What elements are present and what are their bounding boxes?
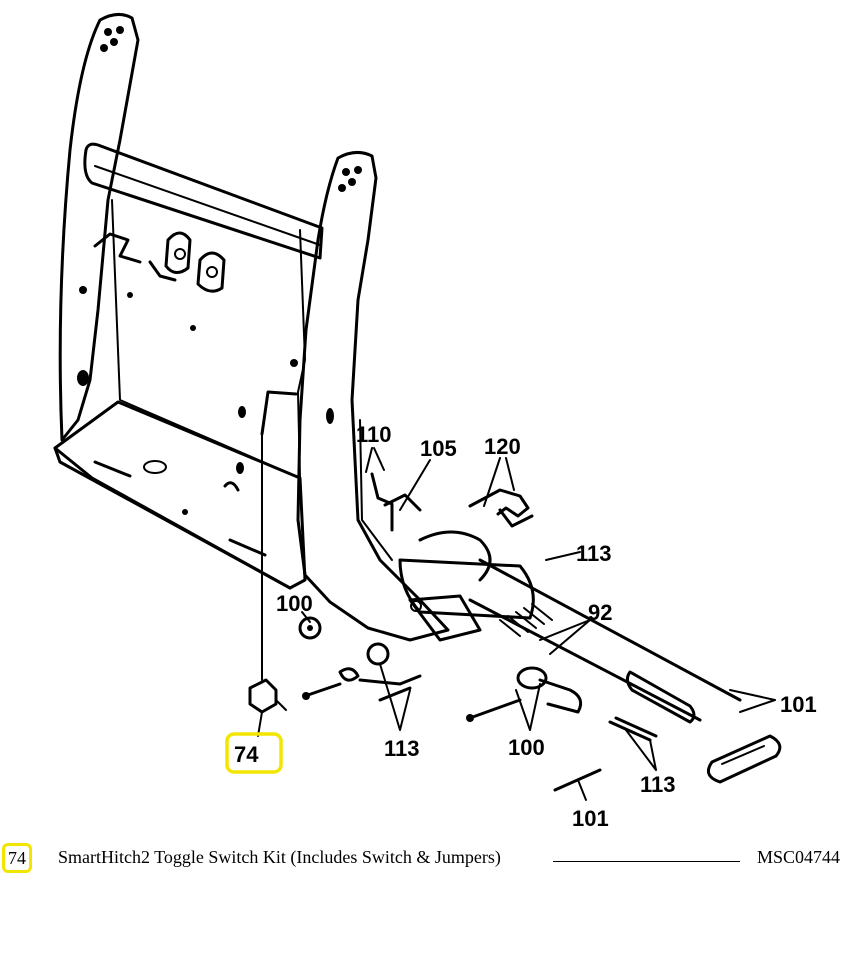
- leader-113a: [545, 551, 581, 561]
- base-hole: [143, 460, 167, 474]
- left-arm-hole: [104, 28, 112, 36]
- spring-coil: [338, 667, 360, 682]
- back-plate: [111, 199, 306, 479]
- callout-105: 105: [420, 436, 457, 461]
- base-slot: [228, 538, 267, 557]
- leader-113c: [625, 729, 657, 771]
- washer-lower: [516, 666, 548, 690]
- plate-slot: [260, 390, 298, 436]
- right-arm-hole: [342, 168, 350, 176]
- pin-cap: [538, 678, 583, 714]
- fastener: [127, 292, 133, 298]
- leader-100a: [301, 611, 311, 623]
- callout-120: 120: [484, 434, 521, 459]
- callout-101a: 101: [780, 692, 817, 717]
- callout-100b: 100: [508, 735, 545, 760]
- washer-hole: [307, 625, 313, 631]
- pull-handle: [706, 734, 782, 784]
- bolt: [303, 682, 342, 698]
- roll-pin: [614, 716, 658, 738]
- housing-plate: [408, 594, 482, 642]
- washer: [298, 616, 322, 640]
- leader-101b: [577, 779, 587, 801]
- fastener: [290, 359, 298, 367]
- bracket-hole: [174, 248, 186, 260]
- plate-hole: [77, 370, 89, 386]
- base-plate: [53, 400, 307, 590]
- pin-rod: [478, 558, 742, 702]
- left-arm-hole: [110, 38, 118, 46]
- callout-113a: 113: [576, 541, 612, 566]
- right-arm-hole: [338, 184, 346, 192]
- callout-92: 92: [588, 600, 612, 625]
- exploded-parts-diagram: 110 105 120 113 92 100 101 74 113 100 11…: [53, 13, 817, 830]
- part-reference-number: 74: [2, 843, 32, 873]
- bracket-lower: [358, 674, 422, 702]
- right-upright-arm: [296, 151, 450, 642]
- part-description: SmartHitch2 Toggle Switch Kit (Includes …: [58, 847, 501, 867]
- callout-101b: 101: [572, 806, 609, 830]
- right-arm-inner: [359, 419, 393, 561]
- toggle-switch: [248, 678, 278, 714]
- callout-113c: 113: [640, 772, 676, 797]
- plate-hole: [236, 462, 244, 474]
- callout-110: 110: [356, 422, 392, 447]
- bracket-mid: [164, 231, 192, 274]
- base-bend: [223, 481, 240, 492]
- right-arm-hole: [348, 178, 356, 186]
- left-arm-hole: [116, 26, 124, 34]
- clip-120-lower: [498, 508, 534, 528]
- leader-110: [365, 447, 385, 473]
- right-arm-hole: [354, 166, 362, 174]
- bolt: [468, 698, 522, 720]
- base-slot: [93, 460, 132, 478]
- bracket-right: [196, 251, 226, 293]
- callout-100a: 100: [276, 591, 313, 616]
- callout-113b: 113: [384, 736, 420, 761]
- left-arm-hole: [100, 44, 108, 52]
- part-leader-line: [553, 861, 740, 862]
- plate-hole: [238, 406, 246, 418]
- leader-100b: [515, 683, 541, 731]
- pin-rod: [468, 598, 702, 722]
- leader-101a: [729, 689, 776, 713]
- bracket-left: [93, 232, 177, 282]
- switch-lever: [275, 699, 287, 711]
- washer: [366, 642, 390, 666]
- bolt-head: [302, 692, 310, 700]
- leader-113b: [379, 663, 411, 731]
- spring: [499, 603, 553, 637]
- bolt-head: [466, 714, 474, 722]
- crossbar-edge: [94, 165, 321, 246]
- pin-housing: [398, 558, 535, 620]
- callout-74-highlight: [225, 732, 283, 774]
- part-number: MSC04744: [757, 847, 841, 867]
- leader-105: [399, 459, 431, 511]
- clip-110: [370, 472, 394, 532]
- leader-120: [483, 457, 515, 507]
- pull-handle-inner: [721, 745, 765, 765]
- clip-120: [468, 488, 530, 518]
- crossbar-tube: [83, 142, 324, 260]
- base-plate-bottom: [53, 446, 292, 590]
- bracket-hole: [206, 266, 218, 278]
- leader-74: [257, 711, 263, 737]
- roll-pin: [608, 720, 652, 742]
- parts-list-row: 74 SmartHitch2 Toggle Switch Kit (Includ…: [0, 843, 853, 883]
- housing-bolt: [410, 600, 422, 612]
- fastener: [182, 509, 188, 515]
- leader-92: [539, 619, 591, 655]
- pin-housing-cap: [418, 530, 492, 582]
- left-upright-arm: [58, 13, 140, 442]
- clip-105: [383, 493, 422, 512]
- fastener: [190, 325, 196, 331]
- rod-sleeve: [625, 670, 696, 724]
- callout-74: 74: [234, 742, 259, 767]
- right-arm-slot: [326, 408, 334, 424]
- fastener: [79, 286, 87, 294]
